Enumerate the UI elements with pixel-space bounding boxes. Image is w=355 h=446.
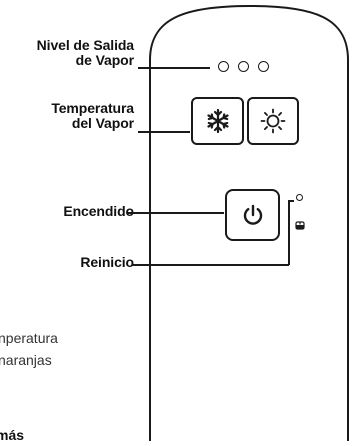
reset-label: Reinicio <box>80 254 134 270</box>
reset-leader-vertical <box>288 200 290 265</box>
sun-icon <box>260 108 286 134</box>
reset-leader <box>132 264 289 266</box>
power-leader <box>128 212 224 214</box>
power-label: Encendido <box>63 203 134 219</box>
power-indicator-led <box>296 194 303 201</box>
steam-temperature-label: Temperatura del Vapor <box>51 101 134 131</box>
power-button[interactable] <box>225 189 280 241</box>
steam-temperature-label-line2: del Vapor <box>71 115 134 131</box>
snowflake-icon <box>206 108 229 134</box>
reset-leader-tick <box>288 200 294 202</box>
steam-level-led-3 <box>258 61 269 72</box>
bottom-text-line1: nperatura <box>0 330 58 346</box>
warm-steam-button[interactable] <box>247 97 299 145</box>
steam-temperature-leader <box>138 131 190 133</box>
steam-level-label-line1: Nivel de Salida <box>36 37 134 53</box>
bottom-text-bold: más <box>0 427 25 443</box>
cold-steam-button[interactable] <box>191 97 244 145</box>
steam-level-leader <box>138 67 210 69</box>
bottom-text: nperatura naranjas <box>0 327 58 371</box>
steam-level-label: Nivel de Salida de Vapor <box>37 38 134 68</box>
steam-level-led-2 <box>238 61 249 72</box>
steam-level-label-line2: de Vapor <box>75 52 134 68</box>
steam-level-led-1 <box>218 61 229 72</box>
power-icon <box>243 204 262 225</box>
steam-temperature-label-line1: Temperatura <box>51 100 134 116</box>
bottom-text-line2: naranjas <box>0 352 52 368</box>
reset-icon <box>295 221 305 230</box>
